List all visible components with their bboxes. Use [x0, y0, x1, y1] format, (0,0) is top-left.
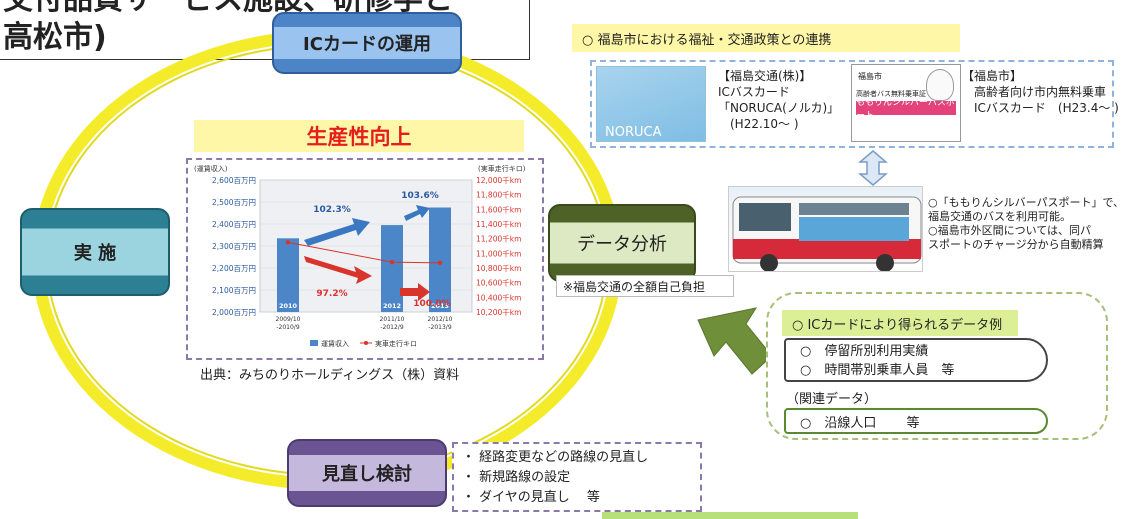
data-analysis-node: データ分析 [548, 204, 696, 282]
category-label: 2011/10 [380, 316, 405, 323]
review-list: ・ 経路変更などの路線の見直し ・ 新規路線の設定 ・ ダイヤの見直し 等 [452, 442, 702, 512]
related-data-item: ○ 沿線人口 等 [784, 408, 1048, 434]
right-tick-label: 10,200千km [476, 307, 521, 317]
left-tick-label: 2,300百万円 [212, 242, 256, 251]
ic-card-label: ICカードの運用 [303, 34, 431, 55]
right-axis-title: (実車走行キロ) [478, 164, 526, 173]
bus-icon [732, 196, 922, 271]
bar-year-label: 2012 [383, 302, 401, 310]
policy-header: ○ 福島市における福祉・交通政策との連携 [572, 24, 960, 52]
implement-node: 実 施 [20, 208, 170, 296]
revenue-chart: (運賃収入) (実車走行キロ) 2,600百万円 2,500百万円 2,400百万円 2,… [194, 164, 526, 348]
right-tick-label: 12,000千km [476, 175, 521, 185]
left-tick-label: 2,200百万円 [212, 264, 256, 273]
growth-arrow-icon [304, 218, 370, 246]
left-axis-title: (運賃収入) [194, 164, 228, 173]
left-tick-label: 2,600百万円 [212, 176, 256, 185]
data-example-item: ○ 時間帯別乗車人員 等 [800, 363, 955, 378]
right-tick-label: 11,600千km [476, 204, 521, 214]
silver-card-cert: 高齢者バス無料乗車証 [856, 90, 926, 98]
implement-label: 実 施 [73, 243, 117, 264]
productivity-label: 生産性向上 [194, 120, 524, 152]
distance-point [285, 240, 291, 245]
category-label: 2012/10 [428, 316, 453, 323]
fukushima-city-text: 【福島市】 高齢者向け市内無料乗車 ICバスカード (H23.4～ ) [962, 69, 1119, 115]
related-data-label: （関連データ） [786, 392, 878, 407]
green-arrow-icon [697, 307, 773, 375]
silver-card-city: 福島市 [858, 72, 882, 81]
change-annotation: 97.2% [316, 289, 347, 299]
right-tick-label: 10,400千km [476, 292, 521, 302]
legend-swatch-distance-point [364, 341, 368, 345]
right-tick-label: 10,600千km [476, 278, 521, 288]
left-tick-label: 2,500百万円 [212, 198, 256, 207]
right-tick-label: 11,200千km [476, 234, 521, 244]
category-label: -2010/9 [276, 324, 299, 331]
right-tick-label: 11,800千km [476, 190, 521, 200]
change-annotation: 102.3% [313, 205, 351, 215]
distance-point [437, 260, 443, 266]
noruca-card-image: NORUCA [596, 66, 706, 142]
left-tick-label: 2,100百万円 [212, 286, 256, 295]
source-text: 出典：みちのりホールディングス（株）資料 [200, 368, 460, 383]
chart-box: (運賃収入) (実車走行キロ) 2,600百万円 2,500百万円 2,400百万円 2,… [186, 158, 544, 360]
data-example-header: ○ ICカードにより得られるデータ例 [782, 310, 1018, 336]
data-note: ※福島交通の全額自己負担 [556, 275, 734, 297]
left-tick-label: 2,400百万円 [212, 220, 256, 229]
distance-point [389, 259, 395, 265]
bottom-green-bar [602, 512, 858, 519]
category-label: -2012/9 [380, 324, 403, 331]
review-node: 見直し検討 [287, 439, 447, 507]
silver-passport-card: 福島市 高齢者バス無料乗車証 ももりんシルバーパスポート [851, 64, 961, 142]
review-label: 見直し検討 [322, 464, 412, 485]
legend-swatch-revenue [310, 340, 318, 346]
growth-arrow-icon [404, 205, 430, 221]
bar-year-label: 2010 [279, 302, 298, 310]
decline-arrow-icon [400, 283, 430, 301]
ic-card-node: ICカードの運用 [272, 12, 462, 74]
right-tick-label: 11,000千km [476, 248, 521, 258]
revenue-bar [381, 225, 403, 312]
category-label: -2013/9 [428, 324, 451, 331]
right-tick-label: 11,400千km [476, 219, 521, 229]
rabbit-mascot-icon [926, 69, 954, 101]
category-label: 2009/10 [276, 316, 301, 323]
data-example-item: ○ 停留所別利用実績 [800, 344, 929, 359]
right-tick-label: 10,800千km [476, 263, 521, 273]
data-analysis-label: データ分析 [577, 234, 667, 255]
revenue-bar [429, 207, 451, 312]
noruca-logo: NORUCA [605, 125, 662, 140]
revenue-bar [277, 238, 299, 312]
review-item: ・ 新規路線の設定 [462, 470, 571, 485]
change-annotation: 103.6% [401, 191, 439, 201]
silver-card-name: ももりんシルバーパスポート [856, 98, 956, 121]
fukushima-kotsu-text: 【福島交通(株)】 ICバスカード 「NORUCA(ノルカ)」 (H22.10～… [718, 69, 840, 131]
review-item: ・ 経路変更などの路線の見直し [462, 450, 649, 465]
legend-label: 実車走行キロ [375, 339, 417, 348]
decline-arrow-icon [304, 256, 372, 284]
bus-photo [728, 186, 923, 272]
bar-year-label: 2013 [431, 302, 449, 310]
review-item: ・ ダイヤの見直し 等 [462, 490, 600, 505]
up-down-arrow-icon [858, 150, 888, 186]
left-tick-label: 2,000百万円 [212, 308, 256, 317]
legend-label: 運賃収入 [321, 339, 349, 348]
data-example-list: ○ 停留所別利用実績 ○ 時間帯別乗車人員 等 [784, 338, 1048, 382]
change-annotation: 100.0% [413, 299, 451, 309]
title-line-2: 高松市) [3, 20, 107, 55]
bus-description: ○「ももりんシルバーパスポート」で、 福島交通のバスを利用可能。 ○福島市外区間… [928, 196, 1125, 251]
